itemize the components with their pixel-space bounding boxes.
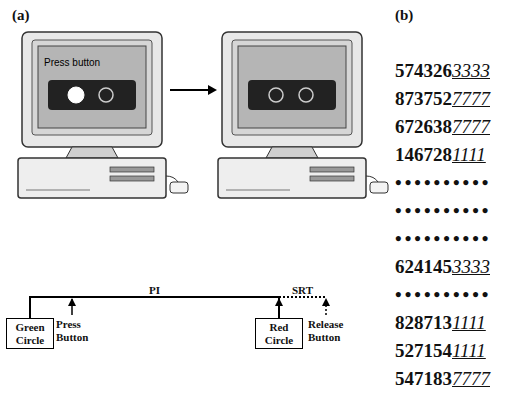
panel-letter: (b) <box>395 7 413 23</box>
drive-slot <box>110 176 154 181</box>
event-box: Green Circle <box>6 318 54 349</box>
transition-arrow <box>170 85 217 95</box>
stimulus-panel <box>248 80 336 110</box>
event-label: Release Button <box>308 318 354 343</box>
label-holder: Press Button <box>56 318 96 343</box>
green-circle-stimulus <box>68 87 84 103</box>
target-digits: 1111 <box>452 340 486 361</box>
right-computer <box>218 32 388 198</box>
sequence-digits: 574326 <box>395 60 452 81</box>
drive-slot <box>110 167 154 172</box>
sequence-digits: 146728 <box>395 144 452 165</box>
target-digits: 7777 <box>452 116 490 137</box>
monitor-stand <box>266 147 318 158</box>
label-holder: SRT <box>290 280 315 298</box>
label-holder: Press button <box>44 52 100 70</box>
green-circle-stimulus <box>269 88 283 102</box>
event-label: Green Circle <box>11 321 49 346</box>
base-detail <box>226 190 290 191</box>
monitor-screen <box>38 46 146 128</box>
sequence-digits: 547183 <box>395 368 452 389</box>
drive-slot <box>310 176 354 181</box>
left-computer <box>18 32 188 198</box>
sequence-row: 6726387777 <box>395 116 490 138</box>
monitor-case <box>22 32 162 147</box>
monitor-stand <box>66 147 118 158</box>
sequence-digits: 828713 <box>395 312 452 333</box>
monitor-bezel <box>232 40 352 135</box>
target-digits: 1111 <box>452 312 486 333</box>
event-label: Press Button <box>56 318 96 343</box>
label-holder: (b) <box>395 6 413 24</box>
base-detail <box>26 190 90 191</box>
edge-label-holder: PI <box>147 280 162 298</box>
target-digits: 7777 <box>452 88 490 109</box>
timeline-connector <box>30 297 279 318</box>
panel-letter: (a) <box>12 7 30 23</box>
interval-label: PI <box>147 284 162 296</box>
arrow-shaft <box>170 89 210 91</box>
interval-label: SRT <box>290 284 315 296</box>
srt-interval-line <box>279 296 326 298</box>
sequence-digits: 873752 <box>395 88 452 109</box>
ellipsis-dots: •••••••••• <box>395 172 492 193</box>
sequence-digits: 527154 <box>395 340 452 361</box>
ellipsis-dots: •••••••••• <box>395 284 492 305</box>
monitor-bezel <box>32 40 152 135</box>
target-digits: 3333 <box>452 256 490 277</box>
target-digits: 7777 <box>452 368 490 389</box>
sequence-row: 6241453333 <box>395 256 490 278</box>
sequence-row: 5471837777 <box>395 368 490 390</box>
drive-slot <box>310 167 354 172</box>
red-circle-stimulus <box>99 88 113 102</box>
monitor-screen <box>238 46 346 128</box>
sequence-row: 1467281111 <box>395 144 486 166</box>
event-arrow <box>68 298 76 306</box>
event-label: Red Circle <box>260 321 298 346</box>
sequence-row: •••••••••• <box>395 284 492 306</box>
screen-prompt: Press button <box>44 57 100 68</box>
sequence-row: 8287131111 <box>395 312 486 334</box>
mouse <box>370 182 388 193</box>
computer-base <box>218 158 366 198</box>
sequence-row: •••••••••• <box>395 200 492 222</box>
target-digits: 3333 <box>452 60 490 81</box>
monitor-case <box>222 32 362 147</box>
sequence-row: 5743263333 <box>395 60 490 82</box>
sequence-row: 5271541111 <box>395 340 486 362</box>
target-digits: 1111 <box>452 144 486 165</box>
mouse <box>170 182 188 193</box>
sequence-row: •••••••••• <box>395 228 492 250</box>
label-holder: Release Button <box>308 318 354 343</box>
ellipsis-dots: •••••••••• <box>395 200 492 221</box>
event-arrow <box>275 298 283 306</box>
mouse-cable <box>166 176 178 182</box>
mouse-cable <box>366 176 378 182</box>
sequence-digits: 624145 <box>395 256 452 277</box>
sequence-row: •••••••••• <box>395 172 492 194</box>
event-arrow <box>322 298 330 306</box>
computer-base <box>18 158 166 198</box>
event-box: Red Circle <box>255 318 303 349</box>
stimulus-panel <box>48 80 136 110</box>
label-holder: (a) <box>12 6 30 24</box>
sequence-digits: 672638 <box>395 116 452 137</box>
ellipsis-dots: •••••••••• <box>395 228 492 249</box>
red-circle-stimulus <box>299 88 313 102</box>
arrow-head <box>208 85 217 95</box>
sequence-row: 8737527777 <box>395 88 490 110</box>
